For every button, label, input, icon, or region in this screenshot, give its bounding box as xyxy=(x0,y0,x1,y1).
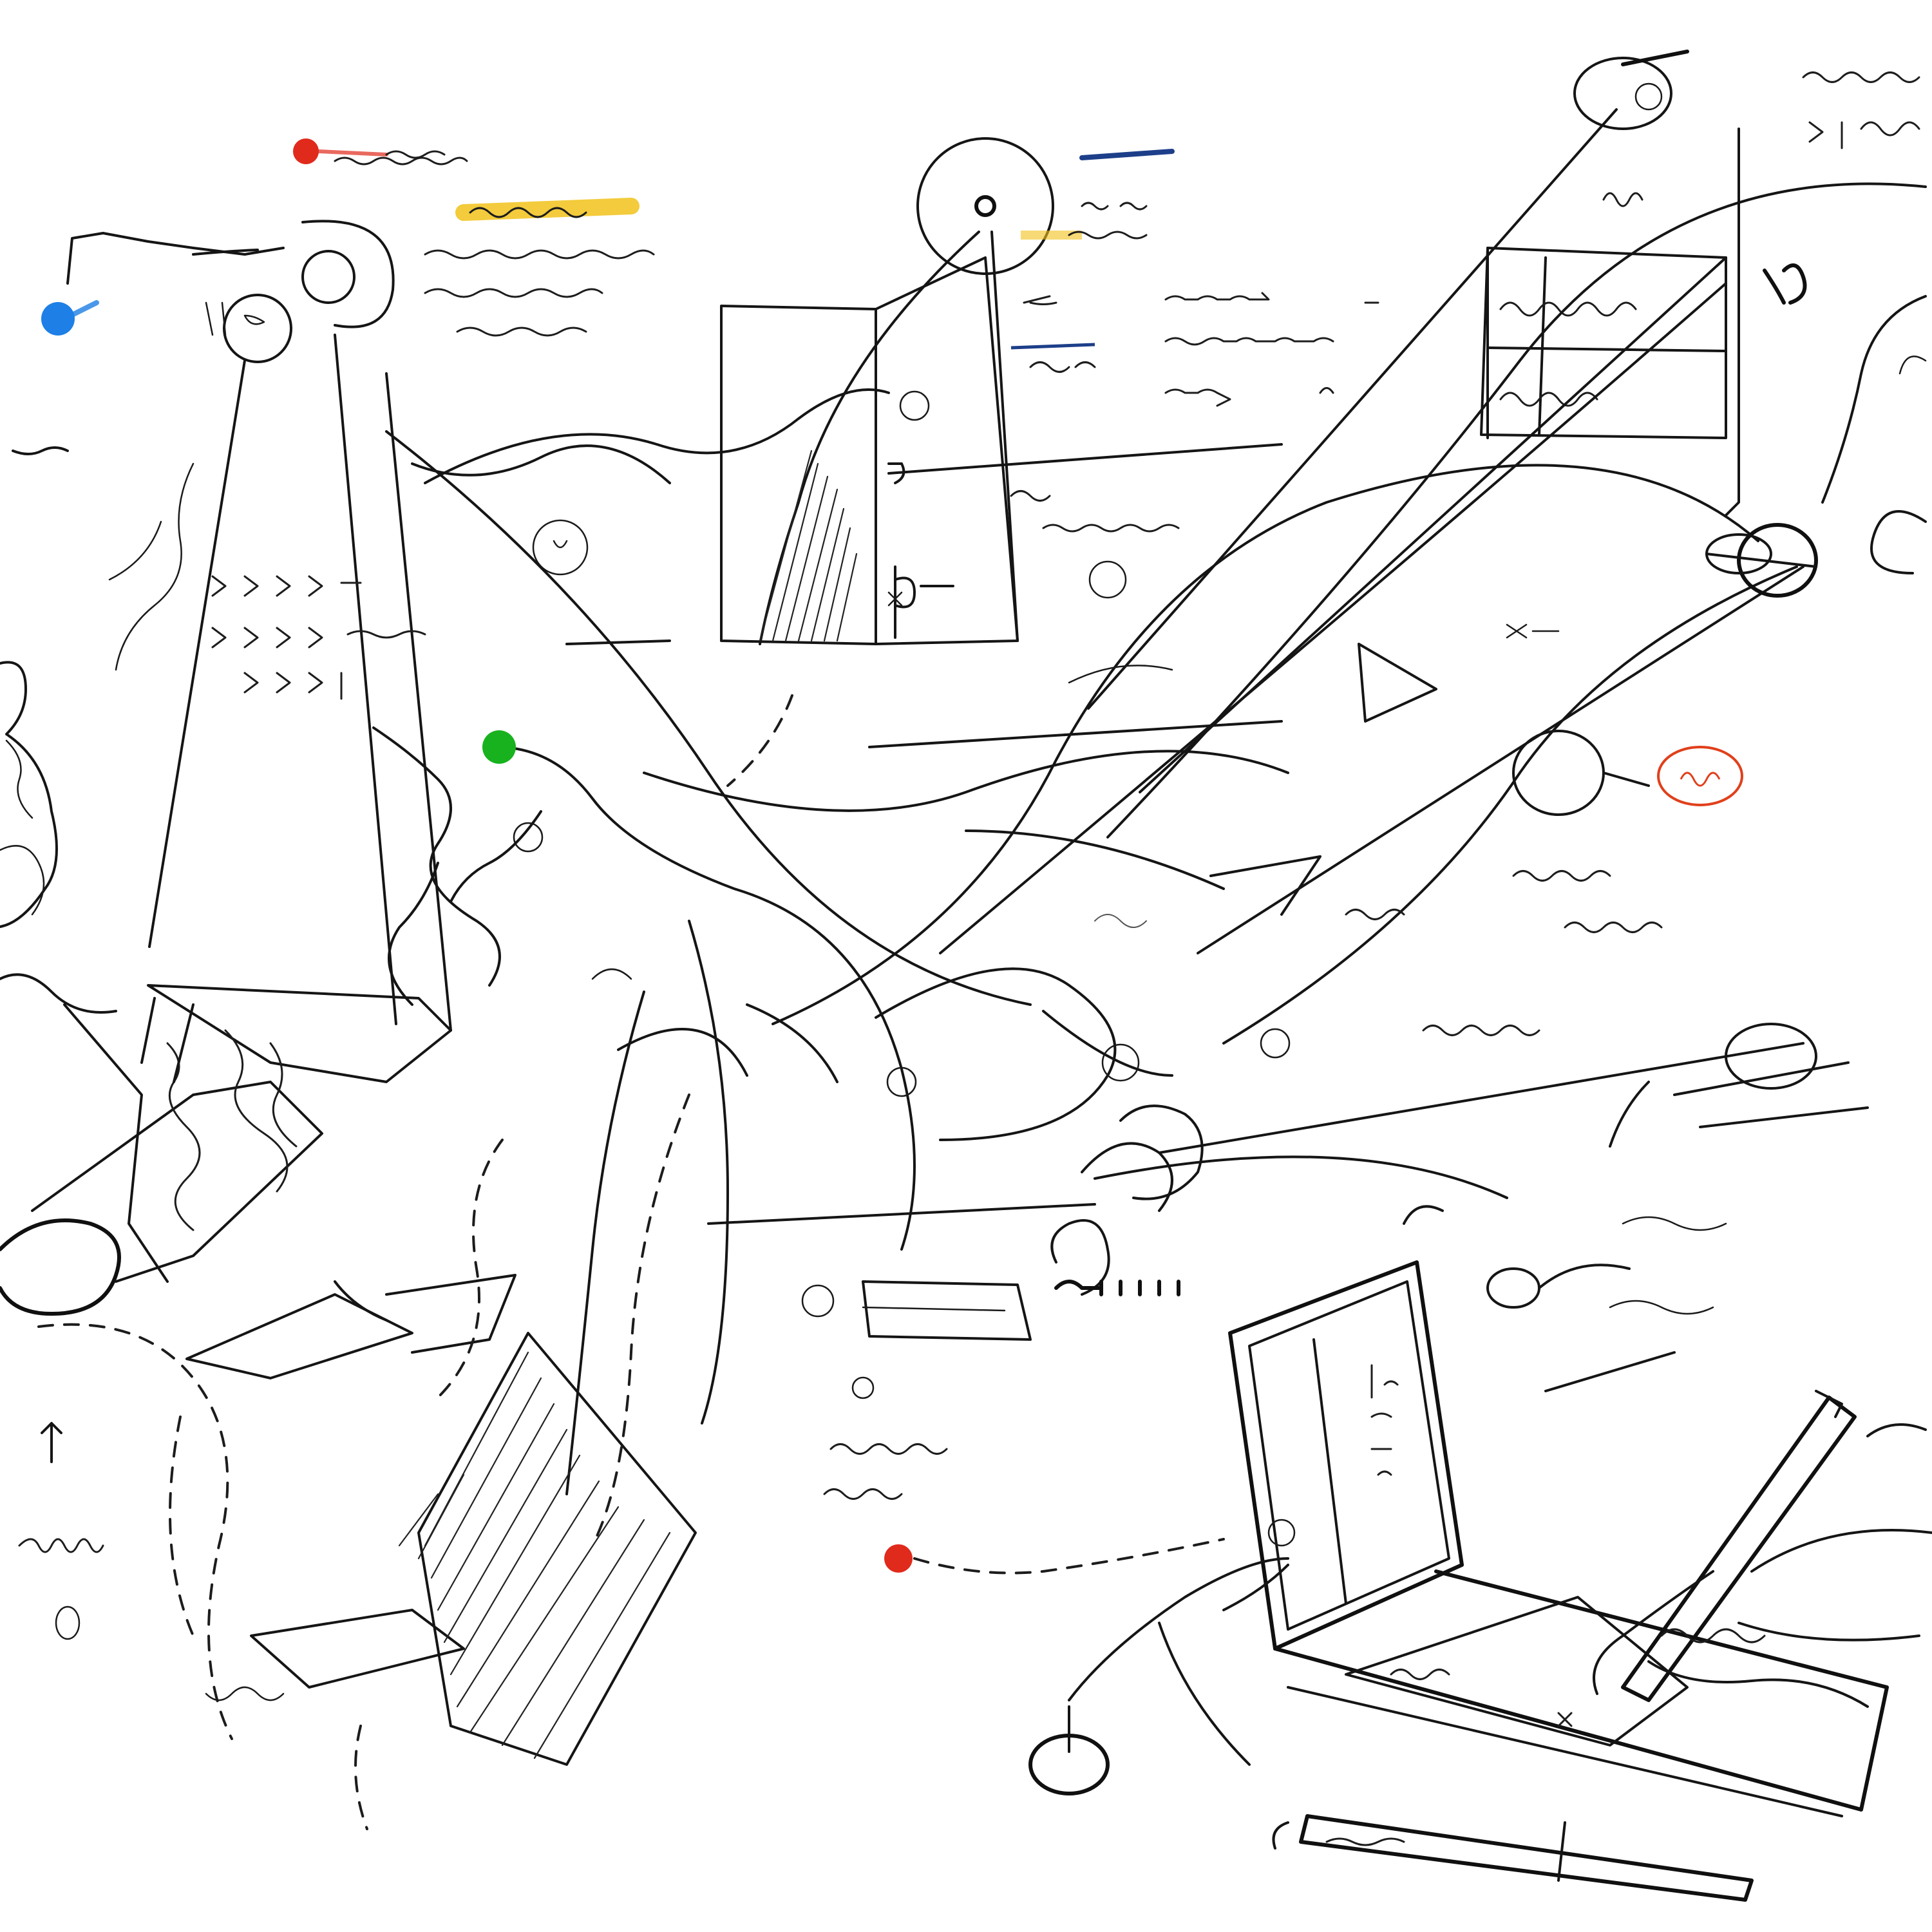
pushpin-icon xyxy=(293,138,446,164)
magnifier-icon xyxy=(1028,1557,1289,1795)
misc-strokes xyxy=(591,591,1727,1315)
top-left-diagram xyxy=(12,156,655,1032)
top-right-table xyxy=(1480,50,1927,574)
center-curves xyxy=(18,643,1869,1830)
pushpin-icon xyxy=(41,300,99,336)
pushpin-icon xyxy=(482,730,516,764)
hand-sketch-icon xyxy=(0,661,516,1689)
laptop-icon xyxy=(1228,1260,1889,1817)
pen-icon xyxy=(1272,1390,1932,1902)
pushpin-icon xyxy=(884,1538,1225,1575)
hatched-triangle xyxy=(759,450,858,642)
hatched-slab xyxy=(398,1351,671,1759)
center-top-diagram xyxy=(411,137,1379,645)
pushpin-markers xyxy=(41,138,1225,1575)
